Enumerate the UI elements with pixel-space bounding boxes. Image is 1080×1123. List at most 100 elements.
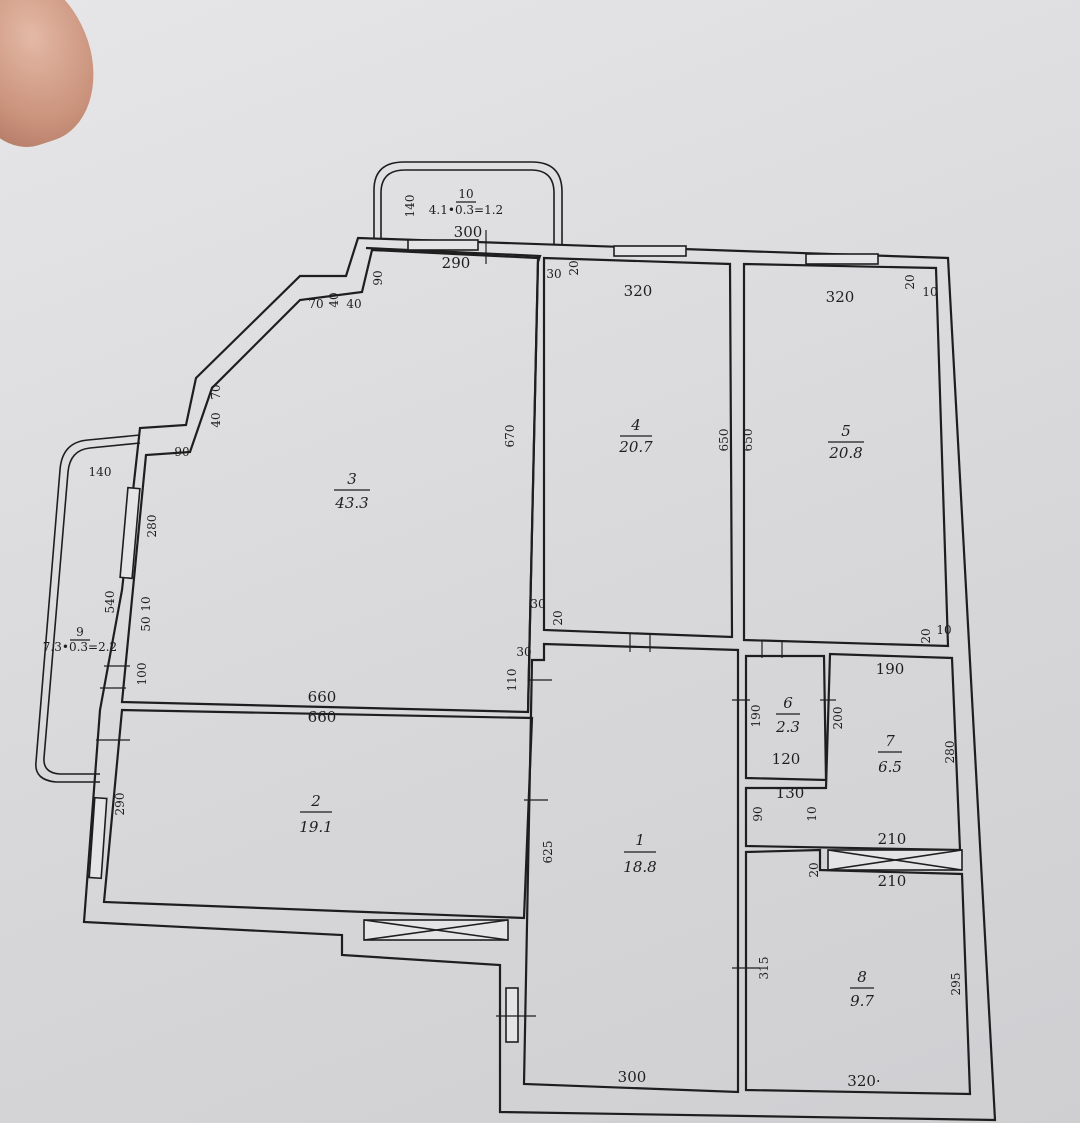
svg-text:670: 670 [503, 425, 517, 448]
room-label-6: 6 2.3 [775, 694, 800, 736]
svg-text:40: 40 [209, 412, 223, 427]
room-3-outline [120, 248, 540, 714]
svg-text:20: 20 [567, 260, 581, 275]
svg-text:625: 625 [541, 841, 555, 864]
svg-text:10: 10 [936, 623, 951, 637]
svg-text:320: 320 [624, 282, 653, 300]
svg-text:7: 7 [885, 732, 895, 750]
svg-text:280: 280 [145, 515, 159, 538]
balcony-label-9: 9 7.3•0.3=2.2 [43, 625, 117, 654]
room-label-8: 8 9.7 [850, 968, 874, 1010]
svg-text:30: 30 [530, 597, 545, 611]
svg-text:110: 110 [505, 669, 519, 692]
svg-text:130: 130 [776, 784, 805, 802]
svg-text:9: 9 [76, 625, 84, 639]
svg-text:90: 90 [174, 445, 189, 459]
svg-text:90: 90 [371, 270, 385, 285]
door-marks [96, 230, 836, 1017]
svg-text:200: 200 [831, 707, 845, 730]
svg-text:10: 10 [139, 596, 153, 611]
svg-text:19.1: 19.1 [299, 818, 332, 836]
corridor-outline [744, 652, 962, 852]
svg-text:70: 70 [209, 384, 223, 399]
svg-text:2: 2 [310, 792, 321, 810]
svg-text:100: 100 [135, 663, 149, 686]
room-label-7: 7 6.5 [878, 732, 902, 776]
svg-text:210: 210 [878, 872, 907, 890]
svg-text:650: 650 [717, 429, 731, 452]
balcony-9-outline [35, 434, 141, 783]
svg-text:140: 140 [89, 465, 112, 479]
svg-text:300: 300 [618, 1068, 647, 1086]
svg-text:20.8: 20.8 [828, 444, 862, 462]
vent-duct-1-x2 [363, 919, 509, 941]
room-4-outline [542, 256, 734, 639]
svg-text:1: 1 [635, 831, 645, 849]
svg-text:43.3: 43.3 [334, 494, 368, 512]
svg-text:20: 20 [919, 628, 933, 643]
svg-text:660: 660 [308, 708, 337, 726]
window-top-1 [407, 239, 479, 251]
svg-text:190: 190 [876, 660, 905, 678]
window-left-1 [119, 486, 141, 580]
svg-text:540: 540 [103, 591, 117, 614]
svg-text:18.8: 18.8 [623, 858, 656, 876]
room-label-2: 2 19.1 [299, 792, 332, 836]
svg-text:280: 280 [943, 741, 957, 764]
svg-text:4.1•0.3=1.2: 4.1•0.3=1.2 [429, 203, 503, 217]
balcony-9-inner [43, 442, 141, 775]
room-label-4: 4 20.7 [618, 416, 653, 456]
svg-text:20: 20 [903, 274, 917, 289]
balcony-10-inner [380, 169, 555, 244]
window-left-2 [88, 796, 108, 880]
room-5-outline [742, 262, 950, 648]
balcony-10-outline [373, 161, 563, 244]
room-8-outline [744, 848, 972, 1096]
svg-text:40: 40 [346, 297, 361, 311]
outer-wall [82, 236, 997, 1122]
svg-text:20.7: 20.7 [618, 438, 653, 456]
svg-text:290: 290 [442, 254, 471, 272]
room-1-outline [522, 642, 740, 1094]
svg-text:320: 320 [826, 288, 855, 306]
svg-text:8: 8 [857, 968, 867, 986]
svg-text:90: 90 [751, 806, 765, 821]
svg-text:320·: 320· [847, 1072, 880, 1090]
room-2-outline [102, 708, 534, 920]
svg-text:660: 660 [308, 688, 337, 706]
svg-text:10: 10 [922, 285, 937, 299]
svg-text:315: 315 [757, 957, 771, 980]
svg-text:70: 70 [308, 297, 323, 311]
svg-text:6.5: 6.5 [878, 758, 902, 776]
balcony-label-10: 10 4.1•0.3=1.2 [429, 187, 503, 217]
svg-text:120: 120 [772, 750, 801, 768]
room-label-5: 5 20.8 [828, 422, 864, 462]
room-label-1: 1 18.8 [623, 831, 656, 876]
svg-text:300: 300 [454, 223, 483, 241]
svg-text:290: 290 [113, 793, 127, 816]
svg-text:140: 140 [403, 195, 417, 218]
dimension-labels: 140 300 290 90 70 40 40 70 40 90 140 280… [89, 195, 963, 1090]
svg-text:7.3•0.3=2.2: 7.3•0.3=2.2 [43, 640, 117, 654]
svg-text:210: 210 [878, 830, 907, 848]
svg-text:2.3: 2.3 [775, 718, 800, 736]
svg-text:30: 30 [516, 645, 531, 659]
svg-text:30: 30 [546, 267, 561, 281]
inner-wall-line [365, 246, 542, 713]
svg-text:20: 20 [551, 610, 565, 625]
svg-text:190: 190 [749, 705, 763, 728]
svg-text:20: 20 [807, 862, 821, 877]
svg-text:295: 295 [949, 973, 963, 996]
svg-text:50: 50 [139, 616, 153, 631]
vent-duct-2-x2 [827, 849, 963, 871]
window-bottom [505, 987, 519, 1043]
svg-text:10: 10 [458, 187, 473, 201]
svg-text:4: 4 [630, 416, 641, 434]
svg-text:9.7: 9.7 [850, 992, 874, 1010]
svg-text:3: 3 [347, 470, 357, 488]
svg-text:40: 40 [327, 292, 341, 307]
room-label-3: 3 43.3 [334, 470, 370, 512]
svg-text:10: 10 [805, 806, 819, 821]
